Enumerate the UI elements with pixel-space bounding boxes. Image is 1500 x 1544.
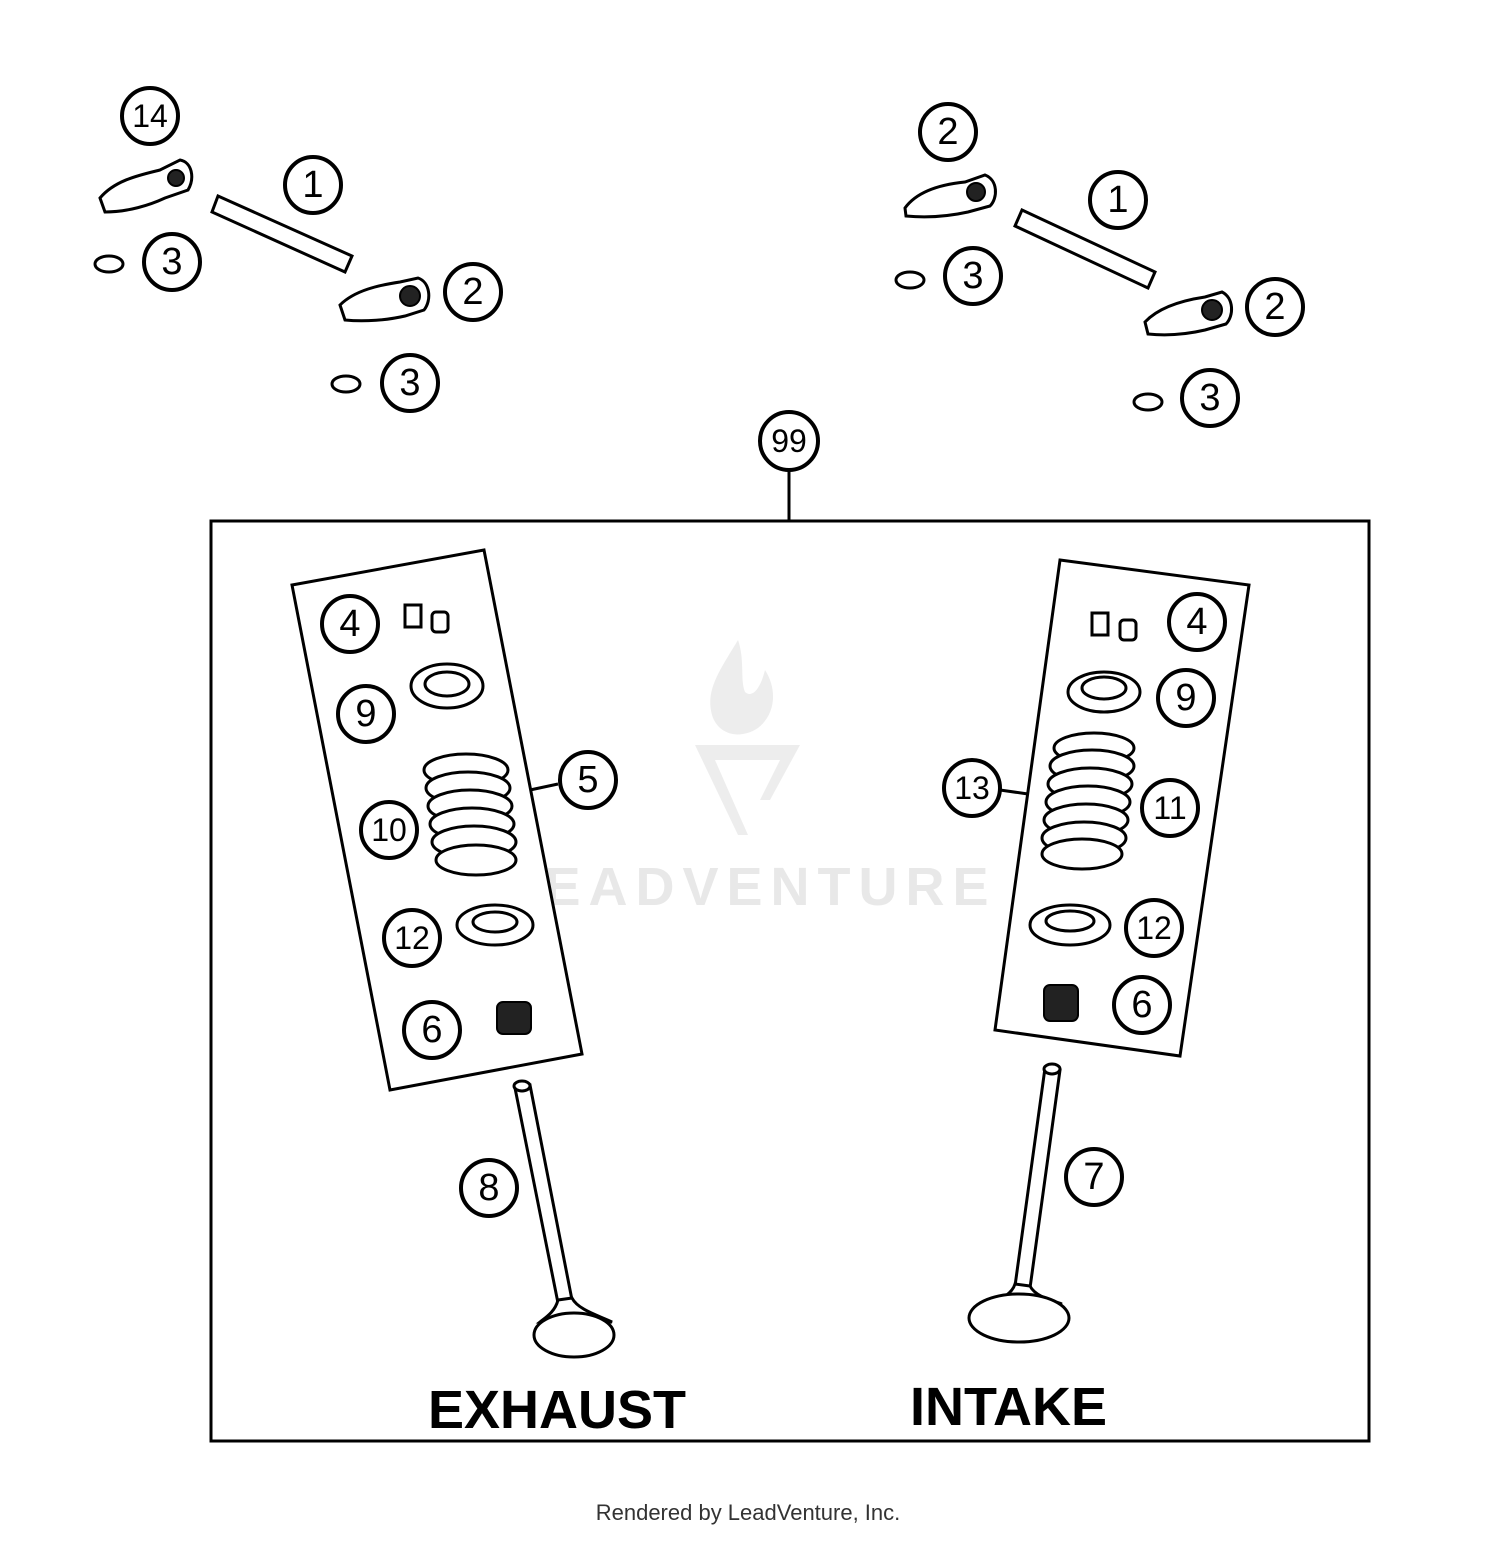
- callout-99: 99: [758, 410, 820, 472]
- svg-text:5: 5: [577, 759, 598, 801]
- callout-3-left-lower: 3: [380, 353, 440, 413]
- shim-part-3c: [894, 270, 926, 290]
- exhaust-label: EXHAUST: [428, 1380, 686, 1440]
- svg-text:1: 1: [302, 164, 323, 206]
- spring-seat-part-12-intake: [1028, 903, 1112, 947]
- callout-3-right-upper: 3: [943, 246, 1003, 306]
- svg-text:3: 3: [399, 362, 420, 404]
- spring-retainer-part-9-exhaust: [409, 662, 485, 710]
- callout-2-right-lower: 2: [1245, 277, 1305, 337]
- callout-13: 13: [942, 758, 1029, 818]
- svg-text:11: 11: [1153, 790, 1186, 826]
- callout-3-left-upper: 3: [142, 232, 202, 292]
- svg-text:6: 6: [1131, 984, 1152, 1026]
- svg-text:2: 2: [937, 111, 958, 153]
- svg-text:10: 10: [371, 812, 407, 848]
- callout-14: 14: [120, 86, 180, 146]
- callout-5: 5: [529, 750, 618, 810]
- callout-10: 10: [359, 800, 419, 860]
- callout-4-intake: 4: [1167, 592, 1227, 652]
- callout-2-right-upper: 2: [918, 102, 978, 162]
- rocker-shaft-part-1b: [1013, 207, 1157, 291]
- valve-spring-part-11-intake: [1040, 731, 1136, 871]
- callout-4-exhaust: 4: [320, 594, 380, 654]
- svg-text:6: 6: [421, 1009, 442, 1051]
- intake-label: INTAKE: [910, 1377, 1107, 1437]
- svg-text:9: 9: [355, 693, 376, 735]
- valve-keeper-part-4-exhaust: [403, 603, 450, 634]
- rocker-shaft-part-1a: [210, 193, 354, 274]
- svg-text:9: 9: [1175, 677, 1196, 719]
- svg-text:4: 4: [1186, 601, 1207, 643]
- svg-text:12: 12: [1136, 910, 1172, 946]
- callout-1-right: 1: [1088, 170, 1148, 230]
- callout-9-intake: 9: [1156, 668, 1216, 728]
- svg-text:3: 3: [161, 241, 182, 283]
- shim-part-3d: [1132, 392, 1164, 412]
- callout-6-intake: 6: [1112, 975, 1172, 1035]
- callout-2-left: 2: [443, 262, 503, 322]
- callout-7: 7: [1064, 1147, 1124, 1207]
- svg-text:99: 99: [771, 423, 807, 459]
- callout-12-intake: 12: [1124, 898, 1184, 958]
- exhaust-valve-part-8: [512, 1079, 616, 1359]
- svg-text:2: 2: [462, 271, 483, 313]
- shim-part-3b: [330, 374, 362, 394]
- svg-text:8: 8: [478, 1167, 499, 1209]
- callout-3-right-lower: 3: [1180, 368, 1240, 428]
- callout-9-exhaust: 9: [336, 684, 396, 744]
- shim-part-3a: [93, 254, 125, 274]
- callout-1-left: 1: [283, 155, 343, 215]
- callout-8: 8: [459, 1158, 519, 1218]
- rocker-arm-group-left: [93, 158, 431, 394]
- svg-text:13: 13: [954, 770, 990, 806]
- svg-text:3: 3: [962, 255, 983, 297]
- valve-stem-seal-part-6-exhaust: [496, 1001, 532, 1035]
- valve-spring-part-10-exhaust: [422, 752, 518, 877]
- watermark-text: LEADVENTURE: [503, 857, 996, 917]
- svg-text:7: 7: [1083, 1156, 1104, 1198]
- svg-text:12: 12: [394, 920, 430, 956]
- callout-12-exhaust: 12: [382, 908, 442, 968]
- svg-text:4: 4: [339, 603, 360, 645]
- callout-11: 11: [1140, 778, 1200, 838]
- valve-keeper-part-4-intake: [1090, 611, 1138, 642]
- valve-kit-frame: [209, 470, 1371, 1443]
- valve-stem-seal-part-6-intake: [1043, 984, 1079, 1022]
- rocker-arm-group-right: [894, 173, 1233, 412]
- leadventure-watermark-logo: LEADVENTURE: [503, 640, 996, 917]
- svg-text:3: 3: [1199, 377, 1220, 419]
- spring-retainer-part-9-intake: [1066, 670, 1142, 714]
- footer-credit: Rendered by LeadVenture, Inc.: [596, 1500, 901, 1525]
- intake-valve-part-7: [967, 1062, 1071, 1344]
- svg-text:1: 1: [1107, 179, 1128, 221]
- svg-text:2: 2: [1264, 286, 1285, 328]
- callout-6-exhaust: 6: [402, 1000, 462, 1060]
- spring-seat-part-12-exhaust: [455, 903, 535, 947]
- svg-text:14: 14: [132, 98, 168, 134]
